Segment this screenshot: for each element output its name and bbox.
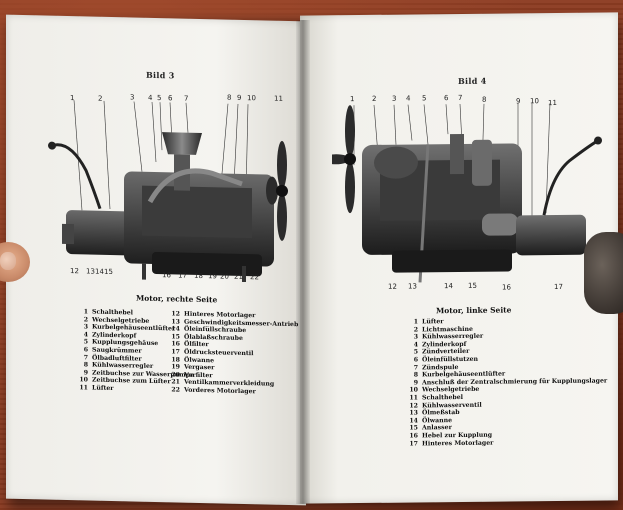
callout: 15 (468, 281, 477, 290)
figure-title: Bild 3 (146, 69, 175, 81)
callout: 13 (86, 267, 95, 276)
callout: 7 (184, 94, 189, 103)
book-gutter (296, 20, 310, 504)
figure-caption: Motor, linke Seite (436, 305, 512, 316)
callout: 2 (372, 94, 377, 103)
callout: 3 (392, 94, 397, 103)
callout: 6 (168, 94, 173, 103)
callout: 6 (444, 94, 449, 103)
callout: 20 (220, 272, 229, 281)
callout: 21 (234, 272, 243, 281)
engine-illustration-left-side (332, 103, 602, 283)
callout: 5 (157, 94, 162, 103)
thumbnail-highlight (0, 252, 16, 270)
right-page: Bild 4 1 2 3 4 5 6 7 8 9 10 11 (300, 12, 618, 504)
callout: 4 (406, 94, 411, 103)
callout: 5 (422, 94, 427, 103)
figure-caption: Motor, rechte Seite (136, 293, 218, 305)
callout: 16 (502, 283, 511, 292)
dark-object-right-edge (584, 232, 623, 314)
callout: 10 (247, 94, 256, 103)
callout: 17 (554, 282, 563, 292)
callout: 12 (70, 267, 79, 276)
left-page: Bild 3 1 2 3 4 5 6 7 8 9 10 11 (6, 14, 306, 506)
callout: 14 (444, 282, 453, 291)
callout: 8 (227, 93, 232, 102)
figure-title: Bild 4 (458, 75, 487, 87)
callout: 1 (350, 95, 355, 104)
callout: 22 (250, 273, 259, 282)
callout: 8 (482, 95, 487, 104)
callout: 4 (148, 93, 153, 102)
callout: 17 (178, 271, 187, 280)
callout: 13 (408, 282, 417, 291)
callout: 3 (130, 93, 135, 102)
callout: 11 (274, 94, 283, 103)
callout: 14 (95, 267, 104, 276)
callout: 16 (162, 271, 171, 280)
callout: 7 (458, 93, 463, 103)
callout: 15 (104, 267, 113, 277)
callout: 12 (388, 282, 397, 291)
callout: 19 (208, 272, 217, 281)
engine-illustration-right-side (48, 100, 288, 283)
callout: 18 (194, 271, 203, 281)
callout: 9 (237, 93, 242, 102)
